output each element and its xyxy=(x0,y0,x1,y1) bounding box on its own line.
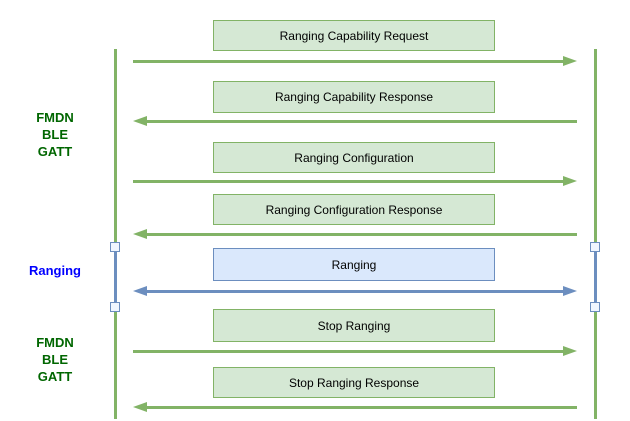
message-box-ranging-capability-request: Ranging Capability Request xyxy=(213,20,495,51)
arrow-line xyxy=(133,180,565,183)
right-lifeline-ranging-end-marker xyxy=(590,302,600,312)
arrow-line xyxy=(145,406,577,409)
message-arrow-left xyxy=(133,116,577,127)
message-arrow-right xyxy=(133,346,577,357)
message-box-ranging: Ranging xyxy=(213,248,495,281)
left-lifeline-gatt-segment-bottom xyxy=(114,312,117,419)
message-arrow-bidirectional xyxy=(133,286,577,297)
arrowhead-left-icon xyxy=(133,116,147,126)
right-lifeline-gatt-segment-top xyxy=(594,49,597,242)
message-arrow-left xyxy=(133,402,577,413)
message-box-stop-ranging: Stop Ranging xyxy=(213,309,495,342)
arrowhead-left-icon xyxy=(133,286,147,296)
arrowhead-left-icon xyxy=(133,402,147,412)
left-lifeline-gatt-segment-top xyxy=(114,49,117,242)
message-box-ranging-configuration: Ranging Configuration xyxy=(213,142,495,173)
message-box-ranging-capability-response: Ranging Capability Response xyxy=(213,81,495,113)
left-lifeline-ranging-segment xyxy=(114,252,117,302)
left-lifeline-ranging-start-marker xyxy=(110,242,120,252)
message-box-ranging-configuration-response: Ranging Configuration Response xyxy=(213,194,495,225)
left-lifeline-ranging-end-marker xyxy=(110,302,120,312)
message-arrow-left xyxy=(133,229,577,240)
arrowhead-right-icon xyxy=(563,56,577,66)
phase-label-gatt-bottom: FMDN BLE GATT xyxy=(36,335,74,384)
arrow-line xyxy=(145,290,565,293)
arrowhead-right-icon xyxy=(563,286,577,296)
arrow-line xyxy=(145,233,577,236)
right-lifeline-gatt-segment-bottom xyxy=(594,312,597,419)
arrow-line xyxy=(145,120,577,123)
phase-label-ranging: Ranging xyxy=(29,263,81,278)
phase-label-gatt-top: FMDN BLE GATT xyxy=(36,110,74,159)
message-arrow-right xyxy=(133,56,577,67)
arrow-line xyxy=(133,350,565,353)
arrow-line xyxy=(133,60,565,63)
right-lifeline-ranging-start-marker xyxy=(590,242,600,252)
right-lifeline-ranging-segment xyxy=(594,252,597,302)
arrowhead-right-icon xyxy=(563,346,577,356)
arrowhead-right-icon xyxy=(563,176,577,186)
arrowhead-left-icon xyxy=(133,229,147,239)
message-arrow-right xyxy=(133,176,577,187)
message-box-stop-ranging-response: Stop Ranging Response xyxy=(213,367,495,398)
